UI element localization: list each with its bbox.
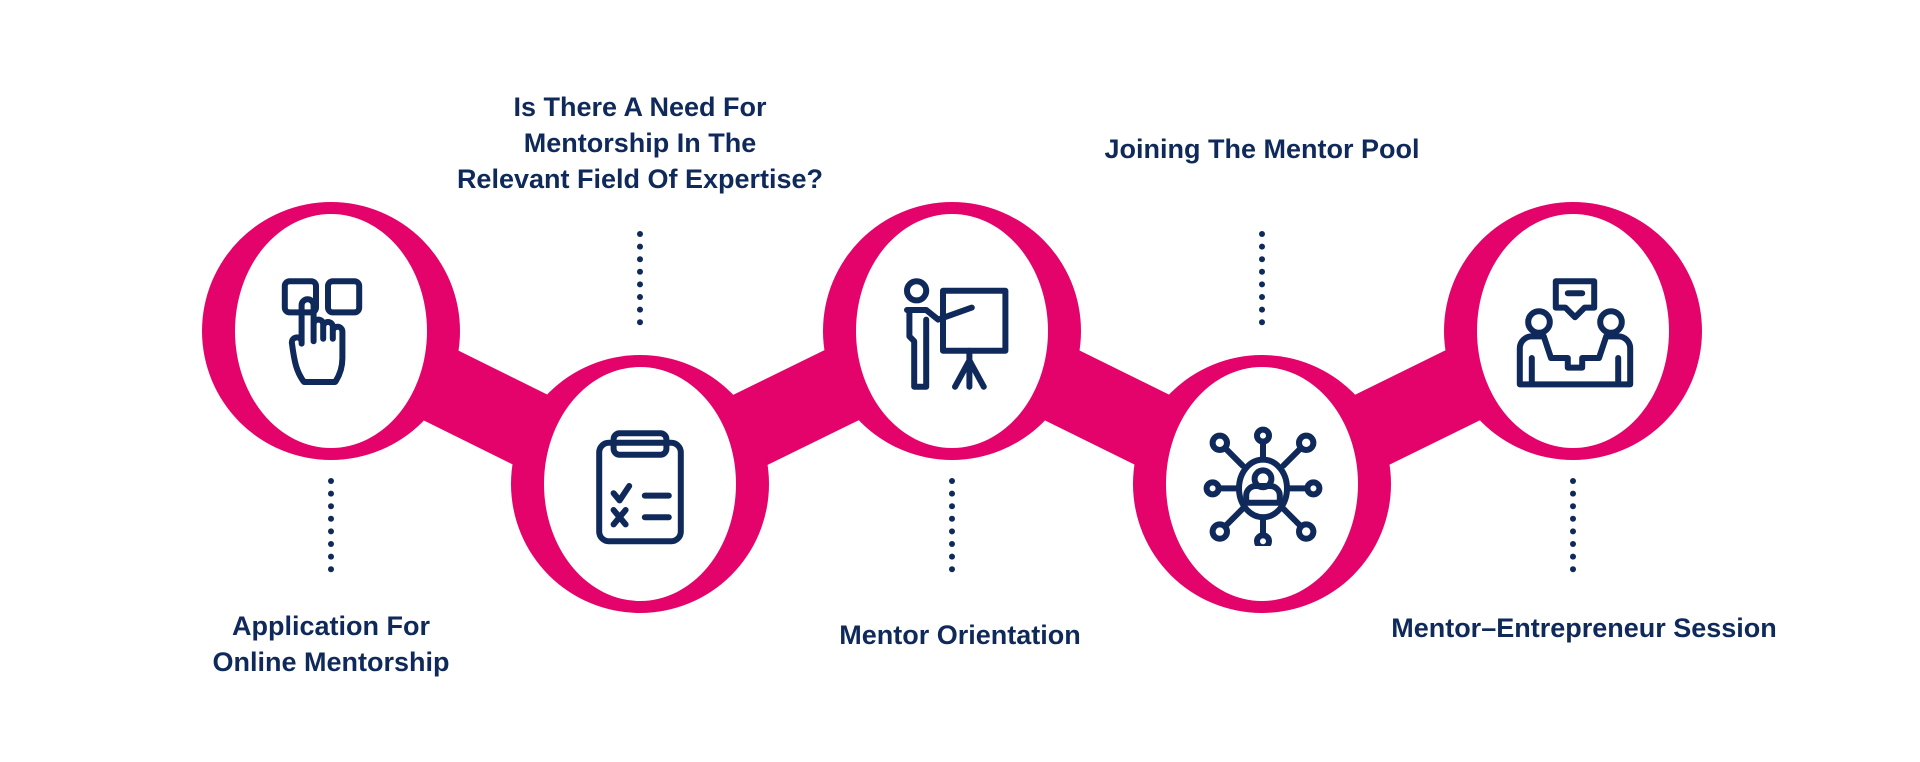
connector-dot [1259,306,1265,313]
hand-touch-icon [268,274,388,394]
meeting-icon [1515,274,1635,394]
connector-dot [328,515,334,522]
connector-dot [949,541,955,547]
network-person-icon [1203,426,1323,551]
label-line: Mentor Orientation [839,620,1081,650]
label-line: Is There A Need For [513,92,767,122]
label-line: Joining The Mentor Pool [1104,134,1420,164]
label-line: Online Mentorship [212,647,450,677]
connector-dot [949,553,955,560]
connector-dot [328,566,334,573]
connector-dot [949,528,955,535]
connector-dot [1259,281,1265,288]
step-3-label: Mentor Orientation [730,617,1190,653]
connector-dot [1259,294,1265,300]
connector-dot [1259,256,1265,263]
connector-dot [1259,231,1265,237]
connector-dot [637,256,643,263]
connector-dot [328,541,334,547]
connector-dot [1259,268,1265,275]
connector-dot [328,528,334,535]
connector-dot [328,490,334,497]
step-3-inner [856,214,1048,448]
connector-dot [949,478,955,484]
connector-dot [637,294,643,300]
step-4-label: Joining The Mentor Pool [1032,131,1492,167]
connector-dot [1570,541,1576,547]
connector-dot [637,231,643,237]
pink-chain [202,202,1702,613]
connector-dot [949,566,955,573]
connector-dot [1570,503,1576,510]
presentation-icon [895,274,1015,394]
connector-dot [637,243,643,250]
label-line: Mentor–Entrepreneur Session [1391,613,1777,643]
connector-dot [1570,528,1576,535]
connector-dot [637,281,643,288]
connector-dot [328,553,334,560]
connector-dot [637,306,643,313]
connector-dot [1570,490,1576,497]
label-line: Application For [232,611,430,641]
connector-dot [1570,478,1576,484]
checklist-clipboard-icon [580,426,700,546]
connector-dot [1570,553,1576,560]
connector-dot [1570,566,1576,573]
step-5-label: Mentor–Entrepreneur Session [1354,610,1814,646]
step-1-label: Application For Online Mentorship [101,608,561,680]
connector-dot [637,268,643,275]
label-line: Relevant Field Of Expertise? [456,164,824,194]
connector-dot [949,515,955,522]
connector-dot [637,319,643,326]
connector-dot [949,490,955,497]
connector-dot [1570,515,1576,522]
dotted-connectors [328,231,1576,573]
connector-dot [1259,319,1265,326]
connector-dot [328,478,334,484]
step-2-inner [544,367,736,601]
connector-dot [949,503,955,510]
step-5-inner [1477,214,1669,448]
connector-dot [328,503,334,510]
step-2-label: Is There A Need For Mentorship In The Re… [410,89,870,197]
label-line: Mentorship In The [523,128,757,158]
connector-dot [1259,243,1265,250]
